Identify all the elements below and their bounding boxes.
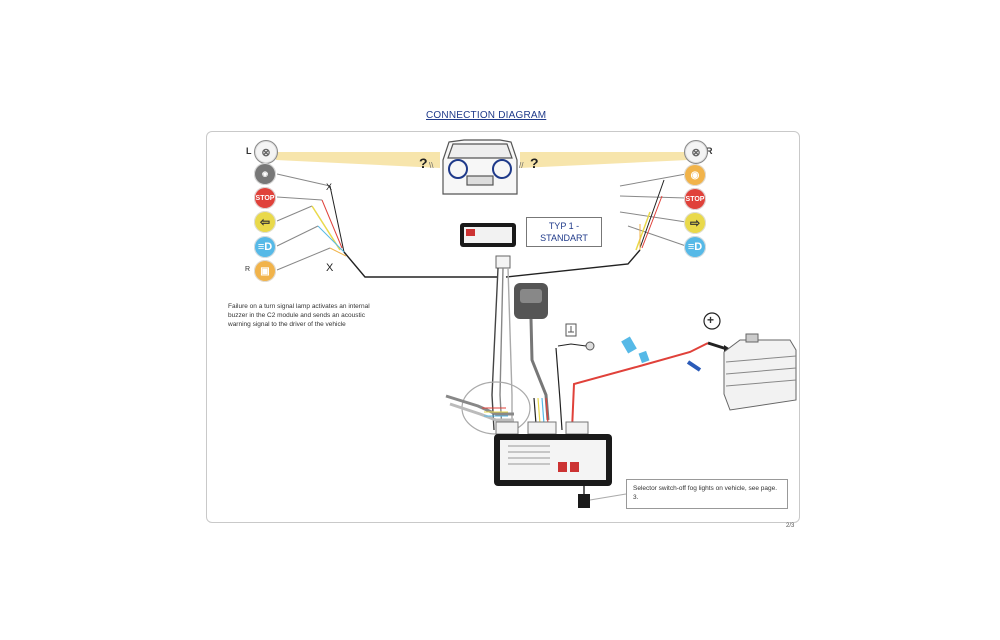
left-lamp-stop: STOP bbox=[254, 187, 276, 209]
selector-switch-icon bbox=[578, 486, 627, 508]
selector-note: Selector switch-off fog lights on vehicl… bbox=[626, 479, 788, 509]
left-r-label: R bbox=[245, 266, 251, 273]
left-lamp-reverse: ⊗ bbox=[254, 140, 278, 164]
typ-label: TYP 1 - STANDART bbox=[526, 217, 602, 247]
c2-module-small bbox=[460, 223, 516, 247]
left-lamp-license: ▣ bbox=[254, 260, 276, 282]
svg-text:?: ? bbox=[419, 155, 428, 171]
diagram-title: CONNECTION DIAGRAM bbox=[426, 110, 547, 121]
right-lamp-tail: ◉ bbox=[684, 164, 706, 186]
svg-text://: // bbox=[519, 161, 524, 170]
cut-mark-bottom: X bbox=[326, 262, 334, 274]
junction-connector bbox=[495, 255, 511, 269]
right-light-beam bbox=[520, 152, 688, 168]
right-lamp-turn: ⇨ bbox=[684, 212, 706, 234]
ground-connector-icon bbox=[555, 323, 595, 431]
svg-text:?: ? bbox=[530, 155, 539, 171]
right-lamp-reverse: ⊗ bbox=[684, 140, 708, 164]
cut-mark-top: X bbox=[326, 182, 333, 192]
left-light-beam bbox=[276, 152, 440, 168]
battery-icon bbox=[686, 312, 797, 411]
left-lamp-fog: ≡D bbox=[254, 236, 276, 258]
left-wiring bbox=[276, 173, 498, 278]
connector-wires bbox=[533, 397, 549, 425]
left-side-label: L bbox=[246, 146, 252, 156]
c2-main-module bbox=[494, 434, 612, 486]
left-lamp-tail: ◉ bbox=[254, 163, 276, 185]
right-lamp-fog: ≡D bbox=[684, 236, 706, 258]
battery-plus-sign: + bbox=[707, 313, 715, 327]
car-rear-icon bbox=[442, 139, 518, 195]
main-harness bbox=[491, 267, 513, 431]
power-wire bbox=[571, 336, 709, 431]
bulb-warning-icon: ? \\ // ? bbox=[419, 155, 539, 171]
harness-zoom-icon bbox=[445, 381, 531, 435]
page-number: 2/3 bbox=[786, 523, 795, 529]
module-connectors bbox=[495, 421, 589, 435]
svg-text:\\: \\ bbox=[429, 161, 434, 170]
left-lamp-turn: ⇦ bbox=[254, 211, 276, 233]
trailer-socket-icon bbox=[514, 283, 550, 421]
right-wiring bbox=[505, 173, 687, 278]
right-lamp-stop: STOP bbox=[684, 188, 706, 210]
buzzer-note: Failure on a turn signal lamp activates … bbox=[228, 303, 370, 328]
right-side-label: R bbox=[706, 146, 713, 156]
